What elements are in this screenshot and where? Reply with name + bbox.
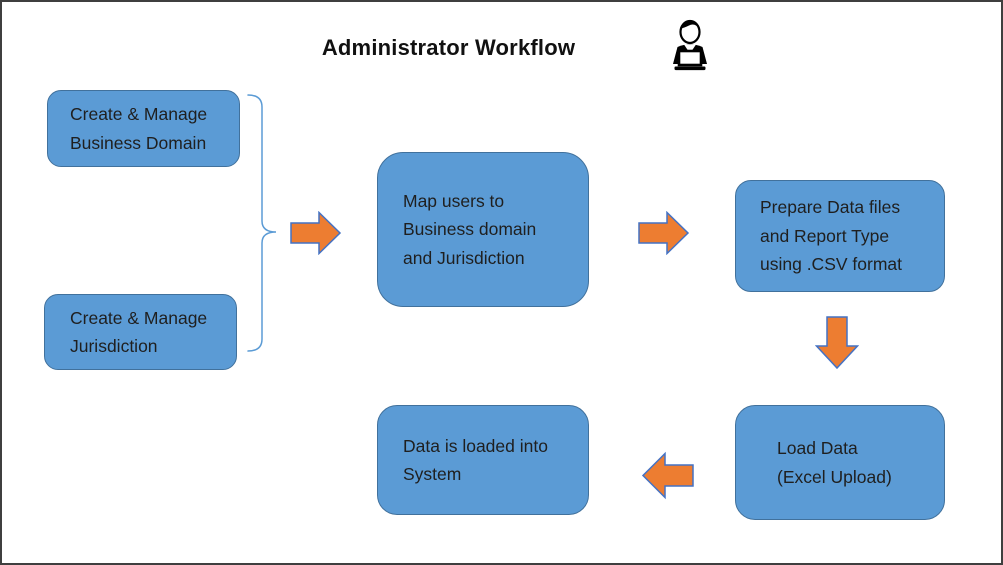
node-label: Map users to Business domain and Jurisdi…	[403, 190, 537, 268]
node-label: Create & Manage Business Domain	[70, 104, 208, 153]
node-label: Prepare Data files and Report Type using…	[760, 197, 902, 275]
diagram-title: Administrator Workflow	[321, 35, 576, 60]
arrow-right-icon	[638, 211, 690, 255]
node-map-users: Map users to Business domain and Jurisdi…	[377, 152, 589, 307]
arrow-right-icon	[290, 211, 342, 255]
node-label: Data is loaded into System	[403, 435, 548, 484]
arrow-left-icon	[641, 451, 694, 500]
administrator-user-icon	[665, 17, 715, 75]
node-label: Load Data (Excel Upload)	[777, 438, 892, 487]
arrow-down-icon	[815, 316, 859, 370]
node-load-data: Load Data (Excel Upload)	[735, 405, 945, 520]
node-create-jurisdiction: Create & Manage Jurisdiction	[44, 294, 237, 370]
brace-connector	[247, 94, 277, 352]
node-label: Create & Manage Jurisdiction	[70, 307, 208, 356]
node-create-business-domain: Create & Manage Business Domain	[47, 90, 240, 167]
node-prepare-data-files: Prepare Data files and Report Type using…	[735, 180, 945, 292]
node-data-loaded: Data is loaded into System	[377, 405, 589, 515]
